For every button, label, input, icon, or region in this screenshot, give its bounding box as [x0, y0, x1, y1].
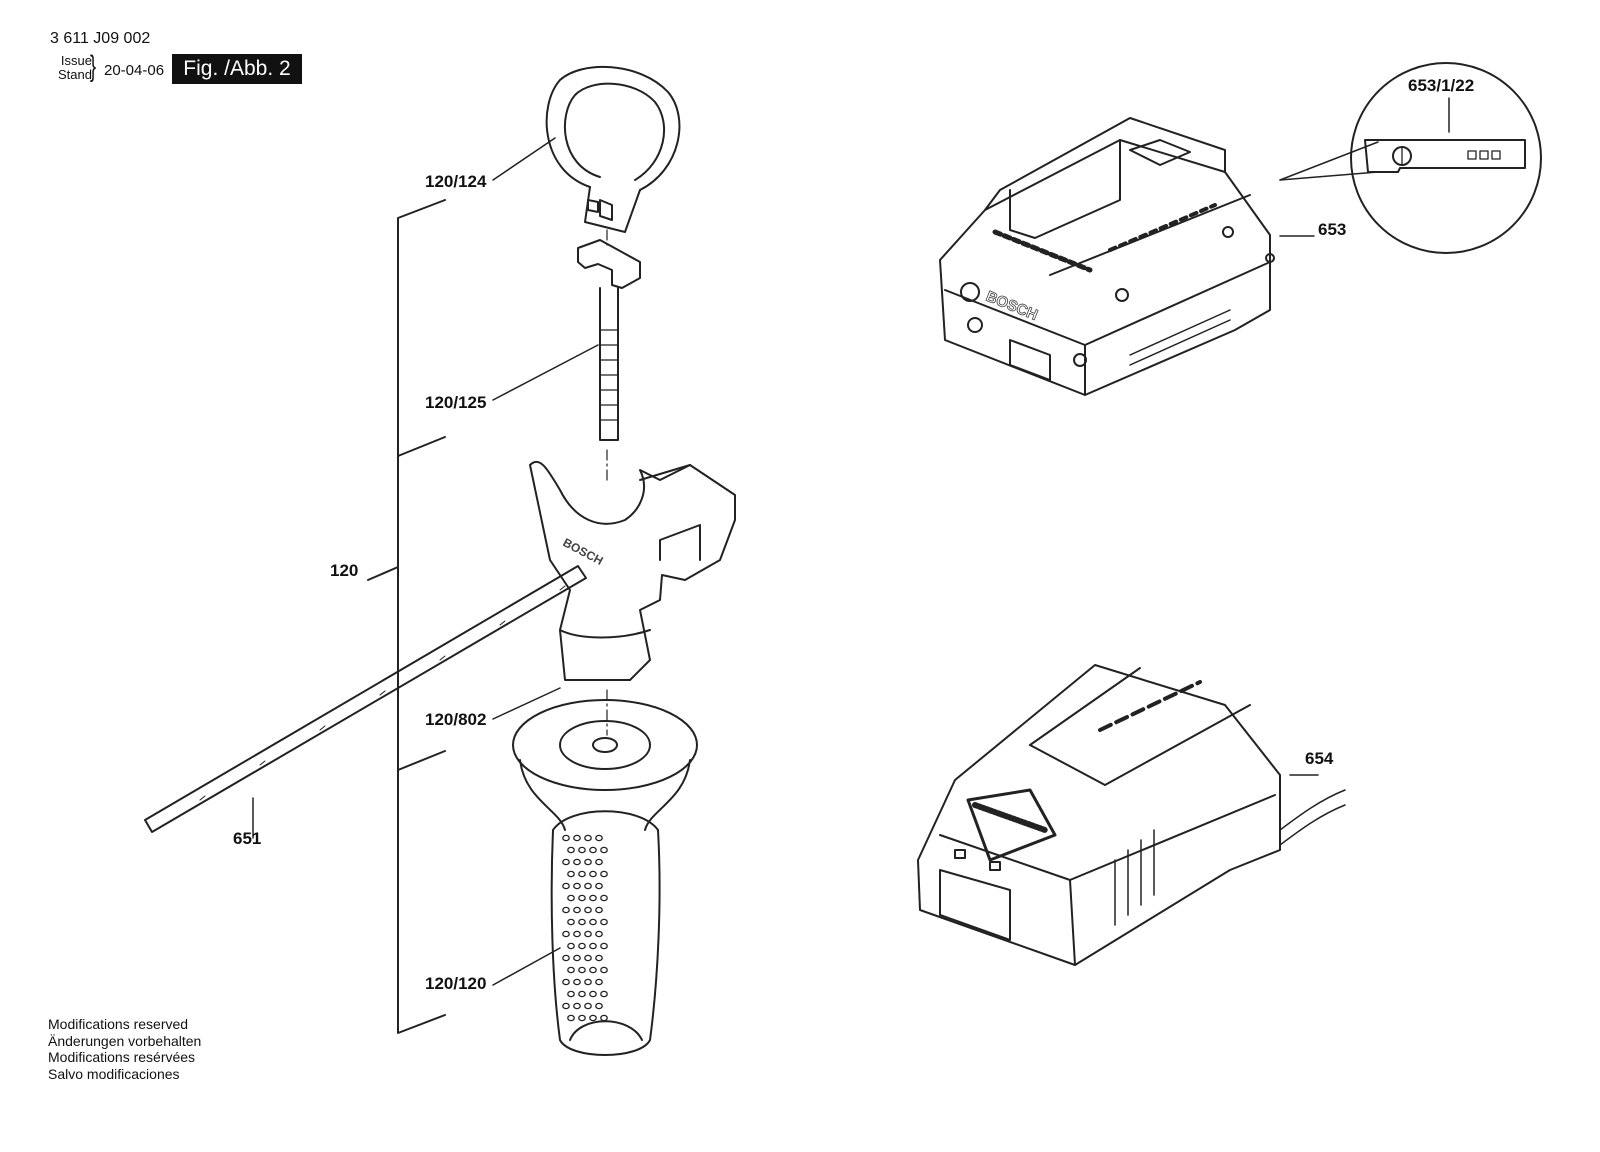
grip-dot — [573, 858, 581, 866]
assembly-bracket — [367, 199, 446, 1034]
label-120-125: 120/125 — [425, 393, 487, 412]
grip-dot — [589, 870, 597, 878]
battery-brand: BOSCH — [984, 288, 1041, 324]
grip-dot — [567, 846, 575, 854]
grip-dot — [562, 978, 570, 986]
grip-dot — [584, 858, 592, 866]
grip-dot — [600, 1014, 608, 1022]
grip-dot — [562, 930, 570, 938]
grip-dot — [595, 954, 603, 962]
modifications-notice: Modifications reserved Änderungen vorbeh… — [48, 1016, 201, 1082]
grip-dot — [562, 882, 570, 890]
grip-dot — [589, 846, 597, 854]
grip-dot — [600, 966, 608, 974]
grip-dot — [600, 870, 608, 878]
battery-pack: BOSCH — [939, 117, 1275, 396]
grip-dot — [578, 894, 586, 902]
grip-dot — [578, 846, 586, 854]
grip-dot — [562, 1002, 570, 1010]
grip-dot — [589, 918, 597, 926]
grip-dot — [578, 918, 586, 926]
grip-dot — [600, 846, 608, 854]
grip-dot — [595, 882, 603, 890]
grip-dot — [584, 978, 592, 986]
grip-dot — [562, 906, 570, 914]
grip-dot — [578, 870, 586, 878]
grip-dot — [584, 882, 592, 890]
detail-callout — [1350, 62, 1542, 254]
grip-dot — [562, 834, 570, 842]
label-120-802: 120/802 — [425, 710, 487, 729]
issue-stand-labels: Issue Stand — [50, 54, 92, 82]
leader-lines — [252, 137, 1379, 986]
grip-dot — [584, 1002, 592, 1010]
threaded-rod — [144, 565, 587, 833]
grip-dot — [567, 870, 575, 878]
grip-dot — [589, 1014, 597, 1022]
handle-brand: BOSCH — [561, 535, 606, 568]
grip-dot — [595, 906, 603, 914]
grip-dot — [562, 954, 570, 962]
label-120: 120 — [330, 561, 359, 580]
figure-badge: Fig. /Abb. 2 — [172, 54, 302, 84]
grip-dot — [567, 942, 575, 950]
clamp-bolt — [577, 239, 641, 441]
grip-dot — [589, 966, 597, 974]
notice-line-de: Änderungen vorbehalten — [48, 1032, 202, 1049]
grip-dots — [562, 834, 608, 1022]
handle-body: BOSCH — [529, 460, 736, 681]
grip-dot — [589, 894, 597, 902]
brace-glyph: } — [90, 50, 97, 83]
grip-dot — [578, 1014, 586, 1022]
grip-dot — [595, 858, 603, 866]
notice-line-en: Modifications reserved — [48, 1016, 189, 1032]
grip-dot — [595, 834, 603, 842]
issue-label: Issue — [60, 53, 92, 68]
grip-dot — [573, 882, 581, 890]
grip-dot — [600, 894, 608, 902]
grip-dot — [589, 990, 597, 998]
label-120-120: 120/120 — [425, 974, 487, 993]
grip-dot — [573, 834, 581, 842]
notice-line-fr: Modifications resérvées — [48, 1049, 196, 1065]
grip-dot — [595, 1002, 603, 1010]
grip-dot — [578, 942, 586, 950]
clamp-band — [545, 65, 681, 233]
grip-dot — [567, 1014, 575, 1022]
side-grip — [512, 699, 698, 1056]
label-654: 654 — [1305, 749, 1334, 768]
grip-dot — [573, 978, 581, 986]
issue-date: 20-04-06 — [104, 62, 165, 79]
grip-dot — [595, 978, 603, 986]
charger — [917, 664, 1346, 966]
grip-dot — [578, 966, 586, 974]
grip-dot — [567, 990, 575, 998]
grip-dot — [573, 906, 581, 914]
label-120-124: 120/124 — [425, 172, 487, 191]
grip-dot — [573, 1002, 581, 1010]
grip-dot — [584, 954, 592, 962]
grip-dot — [562, 858, 570, 866]
label-653-1-22: 653/1/22 — [1408, 76, 1475, 95]
grip-dot — [573, 954, 581, 962]
stand-label: Stand — [58, 67, 92, 82]
grip-dot — [589, 942, 597, 950]
grip-dot — [567, 894, 575, 902]
label-653: 653 — [1318, 220, 1347, 239]
grip-dot — [600, 990, 608, 998]
grip-dot — [578, 990, 586, 998]
notice-line-es: Salvo modificaciones — [48, 1065, 180, 1082]
document-number: 3 611 J09 002 — [50, 30, 151, 47]
grip-dot — [573, 930, 581, 938]
grip-dot — [567, 966, 575, 974]
grip-dot — [600, 942, 608, 950]
grip-dot — [584, 930, 592, 938]
grip-dot — [584, 906, 592, 914]
grip-dot — [600, 918, 608, 926]
grip-dot — [584, 834, 592, 842]
label-651: 651 — [233, 829, 262, 848]
grip-dot — [595, 930, 603, 938]
grip-dot — [567, 918, 575, 926]
